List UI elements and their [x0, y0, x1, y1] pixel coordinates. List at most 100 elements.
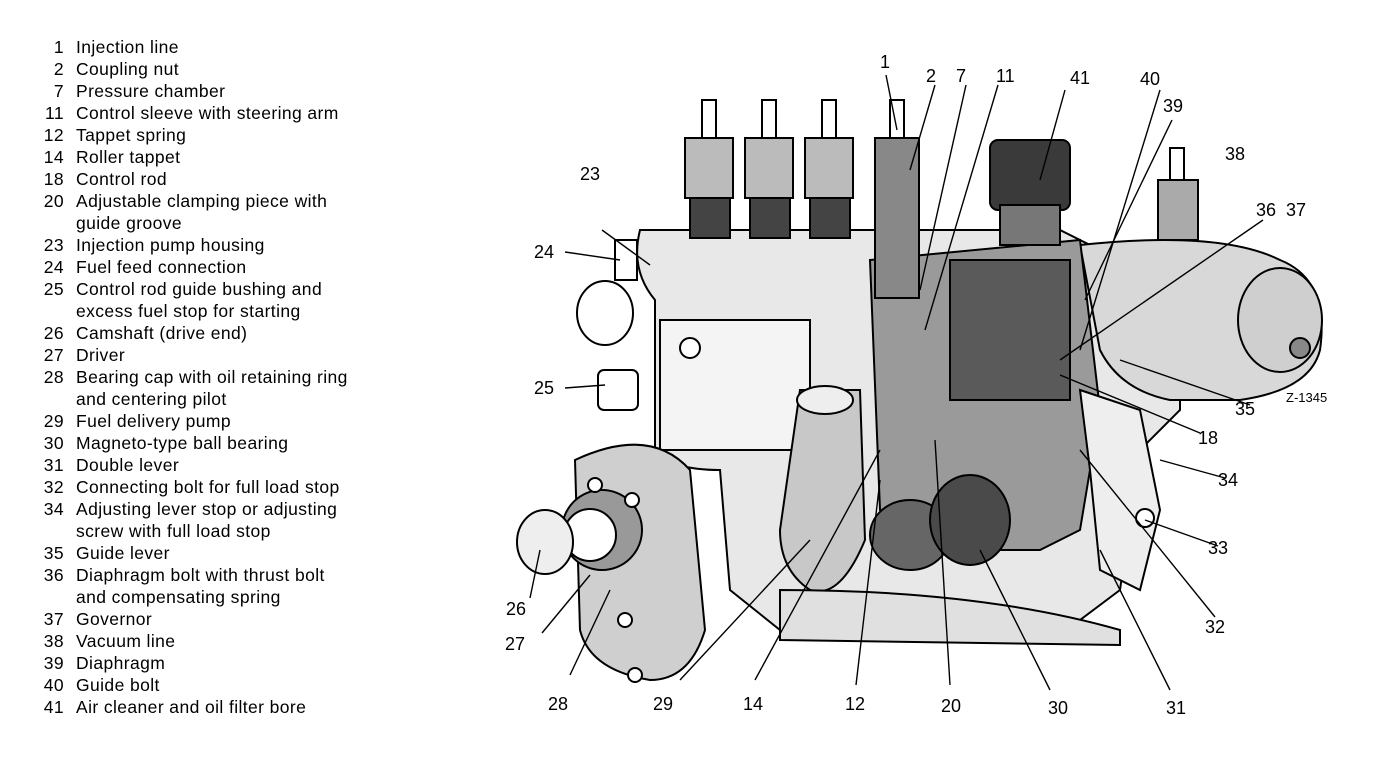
- air-cleaner: [989, 139, 1071, 211]
- legend-item: 38 Vacuum line: [28, 630, 428, 652]
- legend-number: 39: [43, 653, 64, 673]
- callout-1: 1: [880, 52, 890, 72]
- legend-text: Double lever: [76, 455, 180, 475]
- leader-lines: [529, 74, 1264, 691]
- legend-text: Connecting bolt for full load stop: [76, 477, 340, 497]
- callout-38: 38: [1225, 144, 1245, 164]
- legend-number: 25: [43, 279, 64, 299]
- legend-item: 35 Guide lever: [28, 542, 428, 564]
- legend-text: Fuel delivery pump: [76, 411, 232, 431]
- callout-35: 35: [1235, 399, 1255, 419]
- legend-item: 14 Roller tappet: [28, 146, 428, 168]
- legend-text: Fuel feed connection: [76, 257, 247, 277]
- legend-item: 11 Control sleeve with steering arm: [28, 102, 428, 124]
- camshaft-nut: [516, 509, 574, 575]
- callout-34: 34: [1218, 470, 1238, 490]
- callout-30: 30: [1048, 698, 1068, 718]
- legend-number: 27: [43, 345, 64, 365]
- legend-number: 12: [43, 125, 64, 145]
- legend-number: 20: [43, 191, 64, 211]
- callout-2: 2: [926, 66, 936, 86]
- fuel-feed-connection: [614, 239, 638, 281]
- legend-text: Control sleeve with steering arm: [76, 103, 339, 123]
- callout-36: 36: [1256, 200, 1276, 220]
- legend-number: 41: [43, 697, 64, 717]
- air-cleaner-base: [999, 204, 1061, 246]
- callout-27: 27: [505, 634, 525, 654]
- legend-text: Air cleaner and oil filter bore: [76, 697, 307, 717]
- callout-32: 32: [1205, 617, 1225, 637]
- legend-item: 40 Guide bolt: [28, 674, 428, 696]
- bolt-4: [627, 667, 643, 683]
- legend-item: 24 Fuel feed connection: [28, 256, 428, 278]
- callout-14: 14: [743, 694, 763, 714]
- legend-text: Diaphragm: [76, 653, 166, 673]
- legend-number: 18: [43, 169, 64, 189]
- governor-cap: [1237, 267, 1323, 373]
- callout-23: 23: [580, 164, 600, 184]
- legend-text: Governor: [76, 609, 153, 629]
- callout-26: 26: [506, 599, 526, 619]
- legend-number: 38: [43, 631, 64, 651]
- legend-item: 29 Fuel delivery pump: [28, 410, 428, 432]
- legend-text: Bearing cap with oil retaining ring and …: [76, 367, 348, 409]
- legend-number: 28: [43, 367, 64, 387]
- callout-24: 24: [534, 242, 554, 262]
- legend-number: 36: [43, 565, 64, 585]
- legend-text: Injection pump housing: [76, 235, 265, 255]
- legend-number: 14: [43, 147, 64, 167]
- legend-number: 37: [43, 609, 64, 629]
- callout-7: 7: [956, 66, 966, 86]
- legend-item: 7 Pressure chamber: [28, 80, 428, 102]
- legend-text: Adjusting lever stop or adjusting screw …: [76, 499, 338, 541]
- double-lever: [1078, 388, 1162, 592]
- legend-text: Roller tappet: [76, 147, 181, 167]
- legend-item: 37 Governor: [28, 608, 428, 630]
- legend-text: Guide bolt: [76, 675, 160, 695]
- legend-text: Control rod guide bushing and excess fue…: [76, 279, 323, 321]
- legend-number: 7: [53, 81, 64, 101]
- callout-25: 25: [534, 378, 554, 398]
- legend-number: 40: [43, 675, 64, 695]
- legend-text: Vacuum line: [76, 631, 176, 651]
- legend-item: 28 Bearing cap with oil retaining ring an…: [28, 366, 428, 410]
- legend-item: 25 Control rod guide bushing and excess f…: [28, 278, 428, 322]
- legend-item: 39 Diaphragm: [28, 652, 428, 674]
- legend-item: 30 Magneto-type ball bearing: [28, 432, 428, 454]
- legend-number: 1: [53, 37, 64, 57]
- full-load-stop: [1135, 508, 1155, 528]
- legend-number: 11: [45, 103, 64, 123]
- callout-31: 31: [1166, 698, 1186, 718]
- delivery-pump-cap: [796, 385, 854, 415]
- bolt-2: [624, 492, 640, 508]
- legend-text: Guide lever: [76, 543, 170, 563]
- callout-28: 28: [548, 694, 568, 714]
- plate-screw: [679, 337, 701, 359]
- control-plate: [659, 319, 811, 451]
- bolt-1: [587, 477, 603, 493]
- legend-item: 31 Double lever: [28, 454, 428, 476]
- callout-40: 40: [1140, 69, 1160, 89]
- nozzle-row: [684, 99, 920, 299]
- legend-number: 30: [43, 433, 64, 453]
- injection-pump-diagram: 1 2 7 11 41 40 39 38 36 37 23 24 25 35 1…: [505, 52, 1327, 718]
- legend-text: Diaphragm bolt with thrust bolt and comp…: [76, 565, 325, 607]
- legend-number: 24: [43, 257, 64, 277]
- legend-text: Coupling nut: [76, 59, 180, 79]
- legend-number: 31: [43, 455, 64, 475]
- legend-number: 26: [43, 323, 64, 343]
- legend-text: Pressure chamber: [76, 81, 226, 101]
- housing-boss: [576, 280, 634, 346]
- legend-text: Magneto-type ball bearing: [76, 433, 289, 453]
- legend-number: 35: [43, 543, 64, 563]
- bolt-3: [617, 612, 633, 628]
- callout-41: 41: [1070, 68, 1090, 88]
- legend-number: 29: [43, 411, 64, 431]
